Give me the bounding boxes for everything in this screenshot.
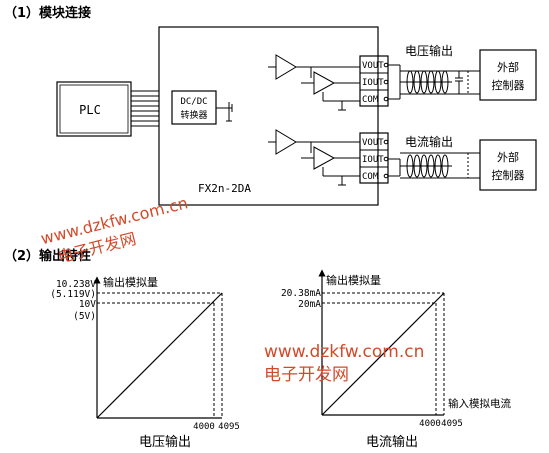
current-y-axis-title: 输出模拟量 — [326, 273, 381, 287]
voltage-y-axis-title: 输出模拟量 — [103, 275, 158, 289]
pin-iout-bottom: IOUT — [362, 155, 384, 165]
watermark-right-line2: 电子开发网 — [264, 365, 349, 385]
current-transfer-line — [321, 292, 445, 416]
cable-bottom — [388, 152, 480, 179]
voltage-ytick-5v: (5V) — [73, 311, 96, 322]
external-controller-bottom: 外部 控制器 — [479, 139, 537, 191]
voltage-transfer-line — [96, 292, 223, 419]
voltage-ytick-max: 10.238V — [56, 279, 96, 290]
converter-line2: 转换器 — [180, 109, 207, 121]
controller-bottom-line2: 控制器 — [492, 168, 525, 182]
watermark-left: www.dzkfw.com.cn 电子开发网 — [39, 193, 190, 266]
voltage-ytick-max-alt: (5.119V) — [50, 289, 96, 300]
plc-label: PLC — [79, 103, 101, 117]
converter-line1: DC/DC — [180, 97, 207, 107]
dcdc-converter: DC/DC 转换器 — [171, 90, 233, 125]
voltage-xtick-4000: 4000 — [193, 422, 215, 432]
controller-top-line1: 外部 — [497, 60, 519, 74]
controller-top-line2: 控制器 — [492, 78, 525, 92]
current-ytick-max: 20.38mA — [281, 288, 321, 299]
current-x-axis-title: 输入模拟电流 — [448, 397, 511, 410]
pin-com-top: COM — [362, 95, 379, 105]
current-chart-caption: 电流输出 — [366, 434, 418, 450]
pin-vout-top: VOUT — [362, 61, 384, 71]
current-xtick-4095: 4095 — [441, 419, 463, 429]
pin-iout-top: IOUT — [362, 78, 384, 88]
watermark-right-line1: www.dzkfw.com.cn — [264, 342, 424, 362]
module-box — [158, 26, 379, 206]
section2-title: （2）输出特性 — [4, 248, 91, 264]
section1-title: （1）模块连接 — [4, 5, 91, 21]
terminal-block-bottom: VOUT IOUT COM — [359, 132, 389, 184]
amplifiers-top — [268, 54, 360, 111]
pin-com-bottom: COM — [362, 172, 379, 182]
bus-lines — [131, 90, 159, 127]
cable-top — [388, 64, 480, 100]
voltage-xtick-4095: 4095 — [218, 422, 240, 432]
watermark-right: www.dzkfw.com.cn 电子开发网 — [264, 342, 424, 385]
current-output-label: 电流输出 — [405, 134, 453, 149]
voltage-output-chart: 输出模拟量 10.238V (5.119V) 10V (5V) 4000 409… — [50, 275, 240, 450]
controller-bottom-line1: 外部 — [497, 150, 519, 164]
pin-vout-bottom: VOUT — [362, 138, 384, 148]
current-output-chart: 输出模拟量 20.38mA 20mA 4000 4095 输入模拟电流 电流输出 — [281, 269, 511, 450]
external-controller-top: 外部 控制器 — [479, 49, 537, 101]
voltage-chart-caption: 电压输出 — [139, 434, 191, 450]
voltage-output-label: 电压输出 — [405, 43, 453, 58]
voltage-ytick-10v: 10V — [79, 299, 96, 310]
amplifiers-bottom — [268, 129, 360, 186]
current-xtick-4000: 4000 — [419, 419, 441, 429]
current-ytick-20ma: 20mA — [298, 299, 321, 310]
module-name: FX2n-2DA — [198, 182, 251, 195]
terminal-block-top: VOUT IOUT COM — [359, 55, 389, 107]
plc-block: PLC — [56, 81, 132, 137]
